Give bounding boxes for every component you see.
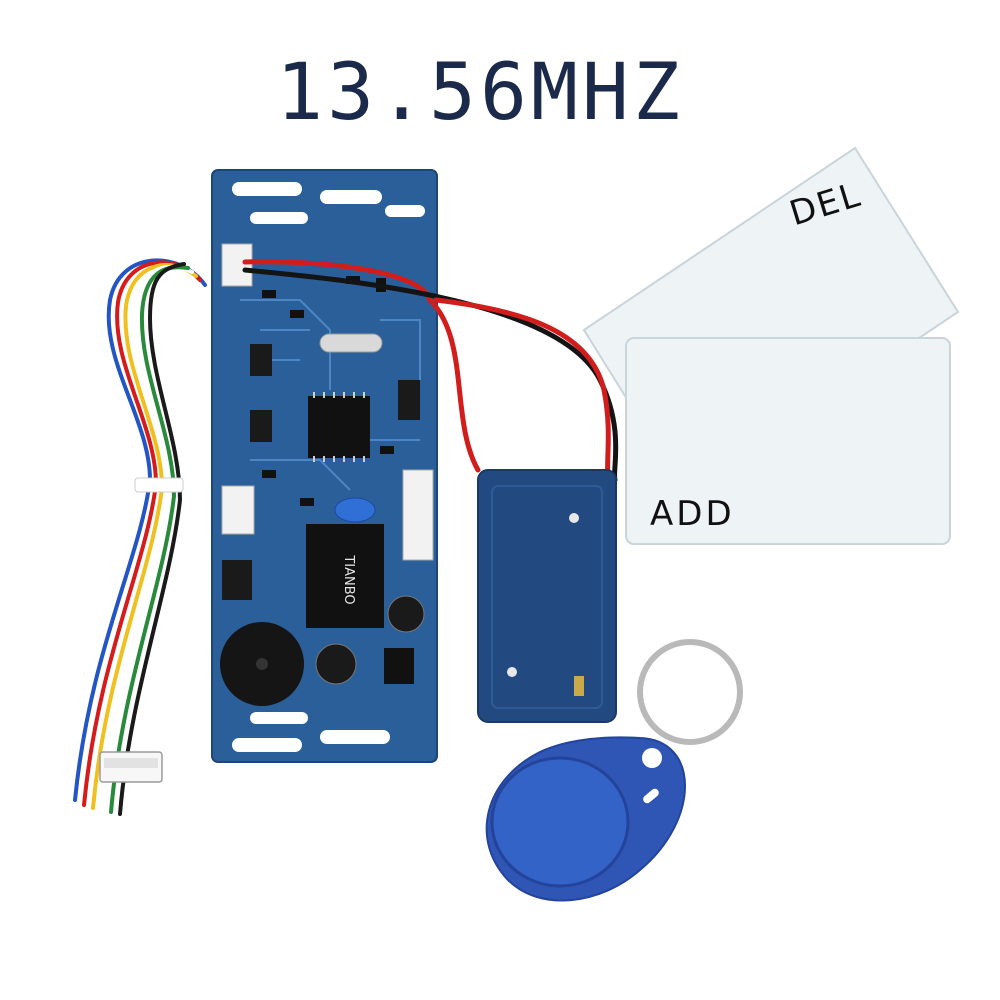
relay-label: TIANBO bbox=[341, 554, 356, 604]
antenna-cable bbox=[242, 259, 619, 483]
pcb-board: TIANBO bbox=[211, 169, 438, 763]
wire-connector bbox=[99, 751, 163, 783]
wire-harness bbox=[73, 258, 207, 816]
rfid-antenna bbox=[477, 469, 617, 723]
rfid-card-add bbox=[625, 337, 951, 545]
card-label-add: ADD bbox=[650, 494, 735, 534]
keyfob-tag bbox=[485, 736, 686, 902]
page-title: 13.56MHZ bbox=[276, 48, 684, 138]
